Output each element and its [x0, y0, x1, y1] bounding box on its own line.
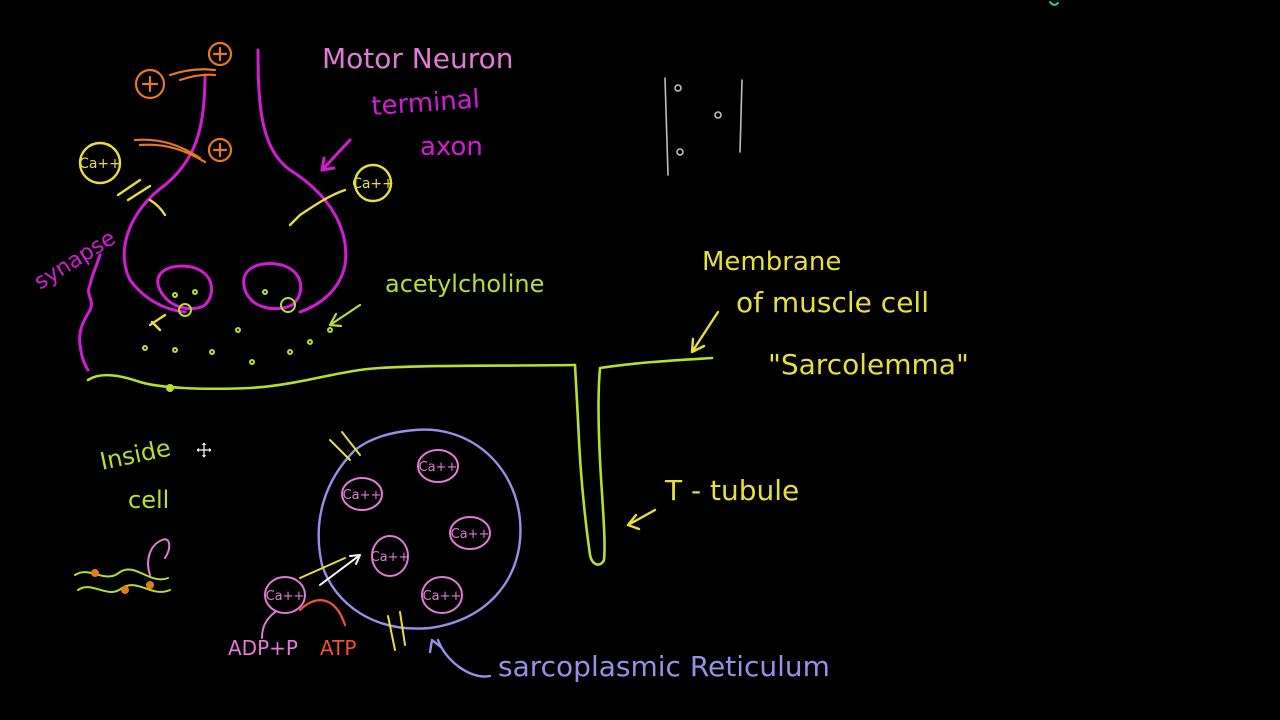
positive-ion	[134, 68, 166, 100]
sarcolemma-label: "Sarcolemma"	[768, 348, 969, 381]
ion-label: Ca++	[343, 488, 382, 503]
inside-label: Inside	[97, 434, 173, 476]
small-sketch	[664, 77, 743, 176]
calcium-ion	[353, 163, 393, 203]
motor-neuron-label: Motor Neuron	[322, 42, 514, 75]
calcium-ion-label: Ca++	[352, 176, 394, 192]
acetylcholine-label: acetylcholine	[385, 270, 544, 298]
edge-mark	[1049, 1, 1059, 6]
acetylcholine-molecules	[142, 289, 333, 365]
calcium-ion-label: Ca++	[79, 156, 121, 172]
adp-label: ADP+P	[228, 636, 298, 660]
pump-channel	[299, 557, 346, 579]
t-tubule-arrow	[626, 508, 657, 531]
adp-arrow	[261, 611, 276, 639]
calcium-ion	[78, 141, 122, 185]
acetylcholine-arrow	[328, 303, 362, 328]
muscle-cell-label: of muscle cell	[736, 286, 929, 319]
sarcolemma-membrane	[86, 356, 714, 566]
motor-neuron	[78, 48, 352, 372]
synapse-label: synapse	[30, 226, 120, 295]
membrane-arrow	[690, 310, 720, 354]
ion-label: Ca++	[451, 527, 490, 542]
atp-label: ATP	[320, 636, 356, 660]
positive-ion	[207, 41, 233, 67]
reticulum-ions	[264, 449, 491, 614]
reticulum-channels	[329, 431, 406, 651]
membrane-label: Membrane	[702, 247, 841, 277]
sarcoplasmic-reticulum-label: sarcoplasmic Reticulum	[498, 650, 830, 683]
neuron-ions: Ca++ Ca++	[78, 41, 394, 332]
membrane-marker	[166, 384, 174, 392]
calcium-ion-label: Ca++	[266, 589, 305, 604]
t-tubule-label: T - tubule	[664, 474, 799, 507]
cell-label: cell	[128, 486, 169, 514]
atp-arrow	[298, 599, 347, 627]
crosshair-move-icon	[196, 442, 212, 458]
positive-ion	[207, 137, 233, 163]
ion-label: Ca++	[371, 550, 410, 565]
pump-arrow	[319, 554, 361, 586]
terminal-label: terminal	[370, 84, 480, 122]
myofilament-sketch	[74, 538, 171, 594]
ion-label: Ca++	[423, 589, 462, 604]
axon-label: axon	[420, 132, 483, 162]
ion-label: Ca++	[419, 460, 458, 475]
